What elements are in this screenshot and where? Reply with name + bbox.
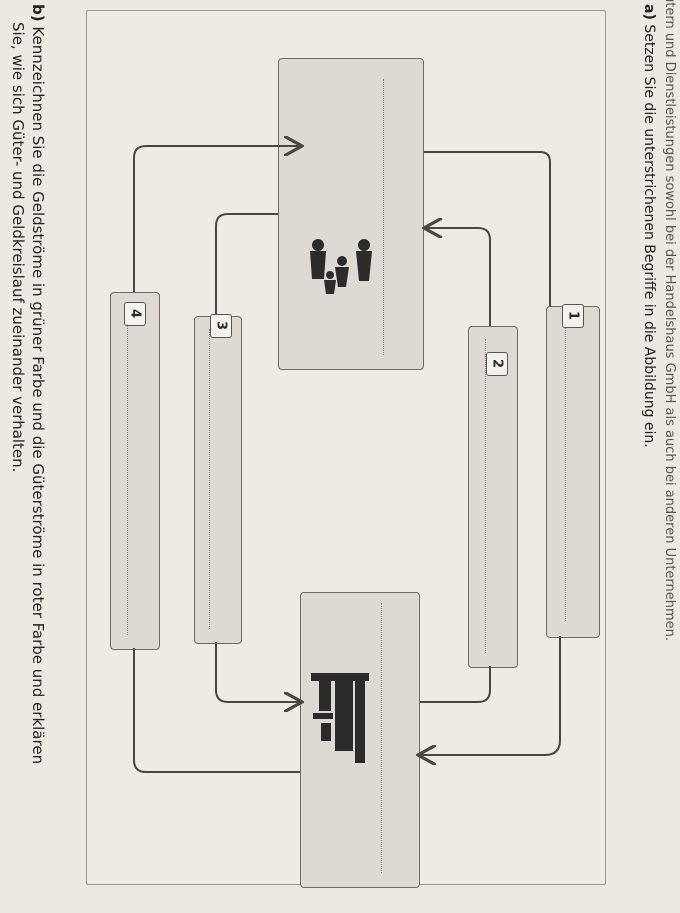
households-box (278, 58, 424, 370)
flow-line-2b (426, 228, 491, 326)
number-badge-3: 3 (210, 314, 232, 338)
task-b-label: b) (29, 4, 47, 22)
flow-box-1 (546, 306, 600, 638)
flow-line-3 (215, 213, 278, 316)
number-badge-1: 1 (562, 304, 584, 328)
companies-box (300, 592, 420, 888)
flow-line-1 (424, 151, 551, 306)
flow-box-3 (194, 316, 242, 644)
task-a-text: Setzen Sie die unterstrichenen Begriffe … (641, 24, 657, 448)
flow-box-4 (110, 292, 160, 650)
companies-answer-line (381, 603, 382, 873)
task-a-label: a) (641, 4, 657, 20)
flow-box-2 (468, 326, 518, 668)
flow-2-answer-line (485, 339, 486, 653)
flow-3-answer-line (209, 329, 210, 629)
number-badge-2: 2 (486, 352, 508, 376)
task-b-line1: Kennzeichnen Sie die Geldströme in grüne… (29, 26, 47, 765)
task-b-line2-wrap: Sie, wie sich Güter- und Geldkreislauf z… (8, 22, 27, 472)
task-b-line2: Sie, wie sich Güter- und Geldkreislauf z… (9, 22, 27, 473)
family-icon (310, 239, 372, 294)
factory-icon (311, 673, 369, 763)
flow-line-1b (420, 636, 561, 755)
flow-line-3b (215, 642, 300, 702)
flow-4-answer-line (127, 305, 128, 635)
intro-text-top: ütern und Dienstleistungen sowohl bei de… (662, 0, 677, 642)
households-answer-line (383, 79, 384, 355)
flow-1-answer-line (565, 319, 566, 621)
flow-line-4b (133, 648, 300, 773)
task-b: b) Kennzeichnen Sie die Geldströme in gr… (28, 4, 47, 764)
flow-line-4 (133, 146, 300, 292)
number-badge-4: 4 (124, 302, 146, 326)
task-a: a) Setzen Sie die unterstrichenen Begrif… (640, 4, 657, 448)
flow-line-2 (420, 666, 491, 703)
